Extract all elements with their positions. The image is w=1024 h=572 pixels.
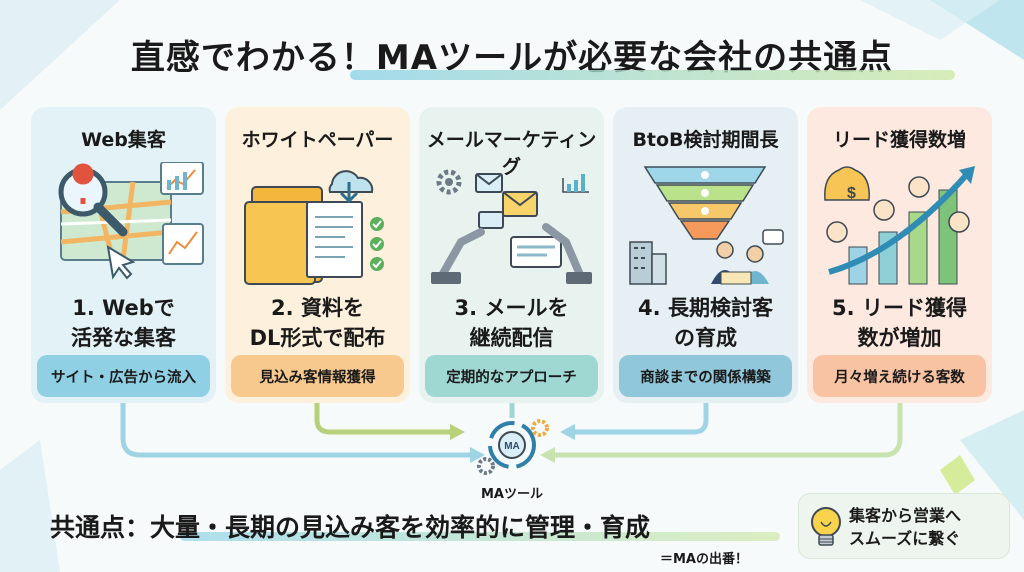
common-point: 共通点：大量・長期の見込み客を効率的に管理・育成 [50, 513, 651, 542]
card-heading: Web集客 [81, 129, 166, 151]
step-line-1: 4. 長期検討客 [638, 296, 773, 320]
map-search-icon [58, 162, 204, 280]
step-line-1: 1. Webで [72, 296, 175, 320]
tip-text: 集客から営業へ スムーズに繋ぐ [849, 504, 961, 550]
card-heading: リード獲得数増 [832, 129, 966, 151]
common-note: ＝MAの出番！ [660, 552, 748, 567]
tip-line-2: スムーズに繋ぐ [849, 529, 961, 548]
growth-chart-icon: $ [824, 166, 975, 285]
card-step: 5. リード獲得 数が増加 [807, 293, 992, 353]
ma-tool-label: MAツール [481, 487, 543, 502]
step-line-2: DL形式で配布 [249, 326, 386, 350]
lightbulb-icon [811, 507, 841, 546]
ma-hub-text: MA [504, 441, 520, 452]
folder-download-icon [244, 170, 384, 285]
card-web: Web集客 1. Webで 活発な集客 サイト・広告から流入 [31, 107, 216, 403]
flow-arrow-5 [555, 403, 903, 458]
card-footer: 定期的なアプローチ [425, 355, 598, 397]
card-heading: BtoB検討期間長 [632, 129, 779, 151]
step-line-2: 継続配信 [469, 326, 554, 350]
card-leads: リード獲得数増 $ 5. リード獲得 数が増加 月々増え続ける客数 [807, 107, 992, 403]
tip-line-1: 集客から営業へ [849, 506, 962, 525]
step-line-1: 3. メールを [454, 296, 569, 320]
card-footer: 商談までの関係構築 [619, 355, 792, 397]
tip-box: 集客から営業へ スムーズに繋ぐ [798, 493, 1010, 559]
card-step: 1. Webで 活発な集客 [31, 293, 216, 353]
svg-text:$: $ [847, 185, 856, 202]
card-footer: 月々増え続ける客数 [813, 355, 986, 397]
robot-mail-icon [431, 169, 592, 284]
card-step: 3. メールを 継続配信 [419, 293, 604, 353]
card-heading: ホワイトペーパー [241, 129, 394, 151]
card-mail: メールマーケティング 3. メールを 継続配信 定期的なアプローチ [419, 107, 604, 403]
card-btob: BtoB検討期間長 4. 長期検討客 の育成 商談までの関係構築 [613, 107, 798, 403]
card-heading: メールマーケティング [426, 129, 597, 178]
flow-arrow-4 [575, 403, 709, 435]
flow-arrow-2 [314, 403, 450, 435]
flow-arrow-1 [120, 403, 470, 458]
step-line-2: の育成 [674, 326, 737, 350]
common-underline [180, 532, 780, 541]
card-whitepaper: ホワイトペーパー 2. 資料を DL形式で配布 見込み客情報獲得 [225, 107, 410, 403]
card-footer: サイト・広告から流入 [37, 355, 210, 397]
step-line-2: 活発な集客 [71, 326, 176, 350]
card-footer: 見込み客情報獲得 [231, 355, 404, 397]
card-step: 2. 資料を DL形式で配布 [225, 293, 410, 353]
step-line-1: 2. 資料を [271, 296, 364, 320]
step-line-1: 5. リード獲得 [832, 296, 967, 320]
ma-hub-icon [477, 419, 549, 475]
card-step: 4. 長期検討客 の育成 [613, 293, 798, 353]
step-line-2: 数が増加 [857, 326, 942, 350]
title-underline [350, 70, 955, 80]
funnel-meeting-icon [629, 166, 784, 285]
